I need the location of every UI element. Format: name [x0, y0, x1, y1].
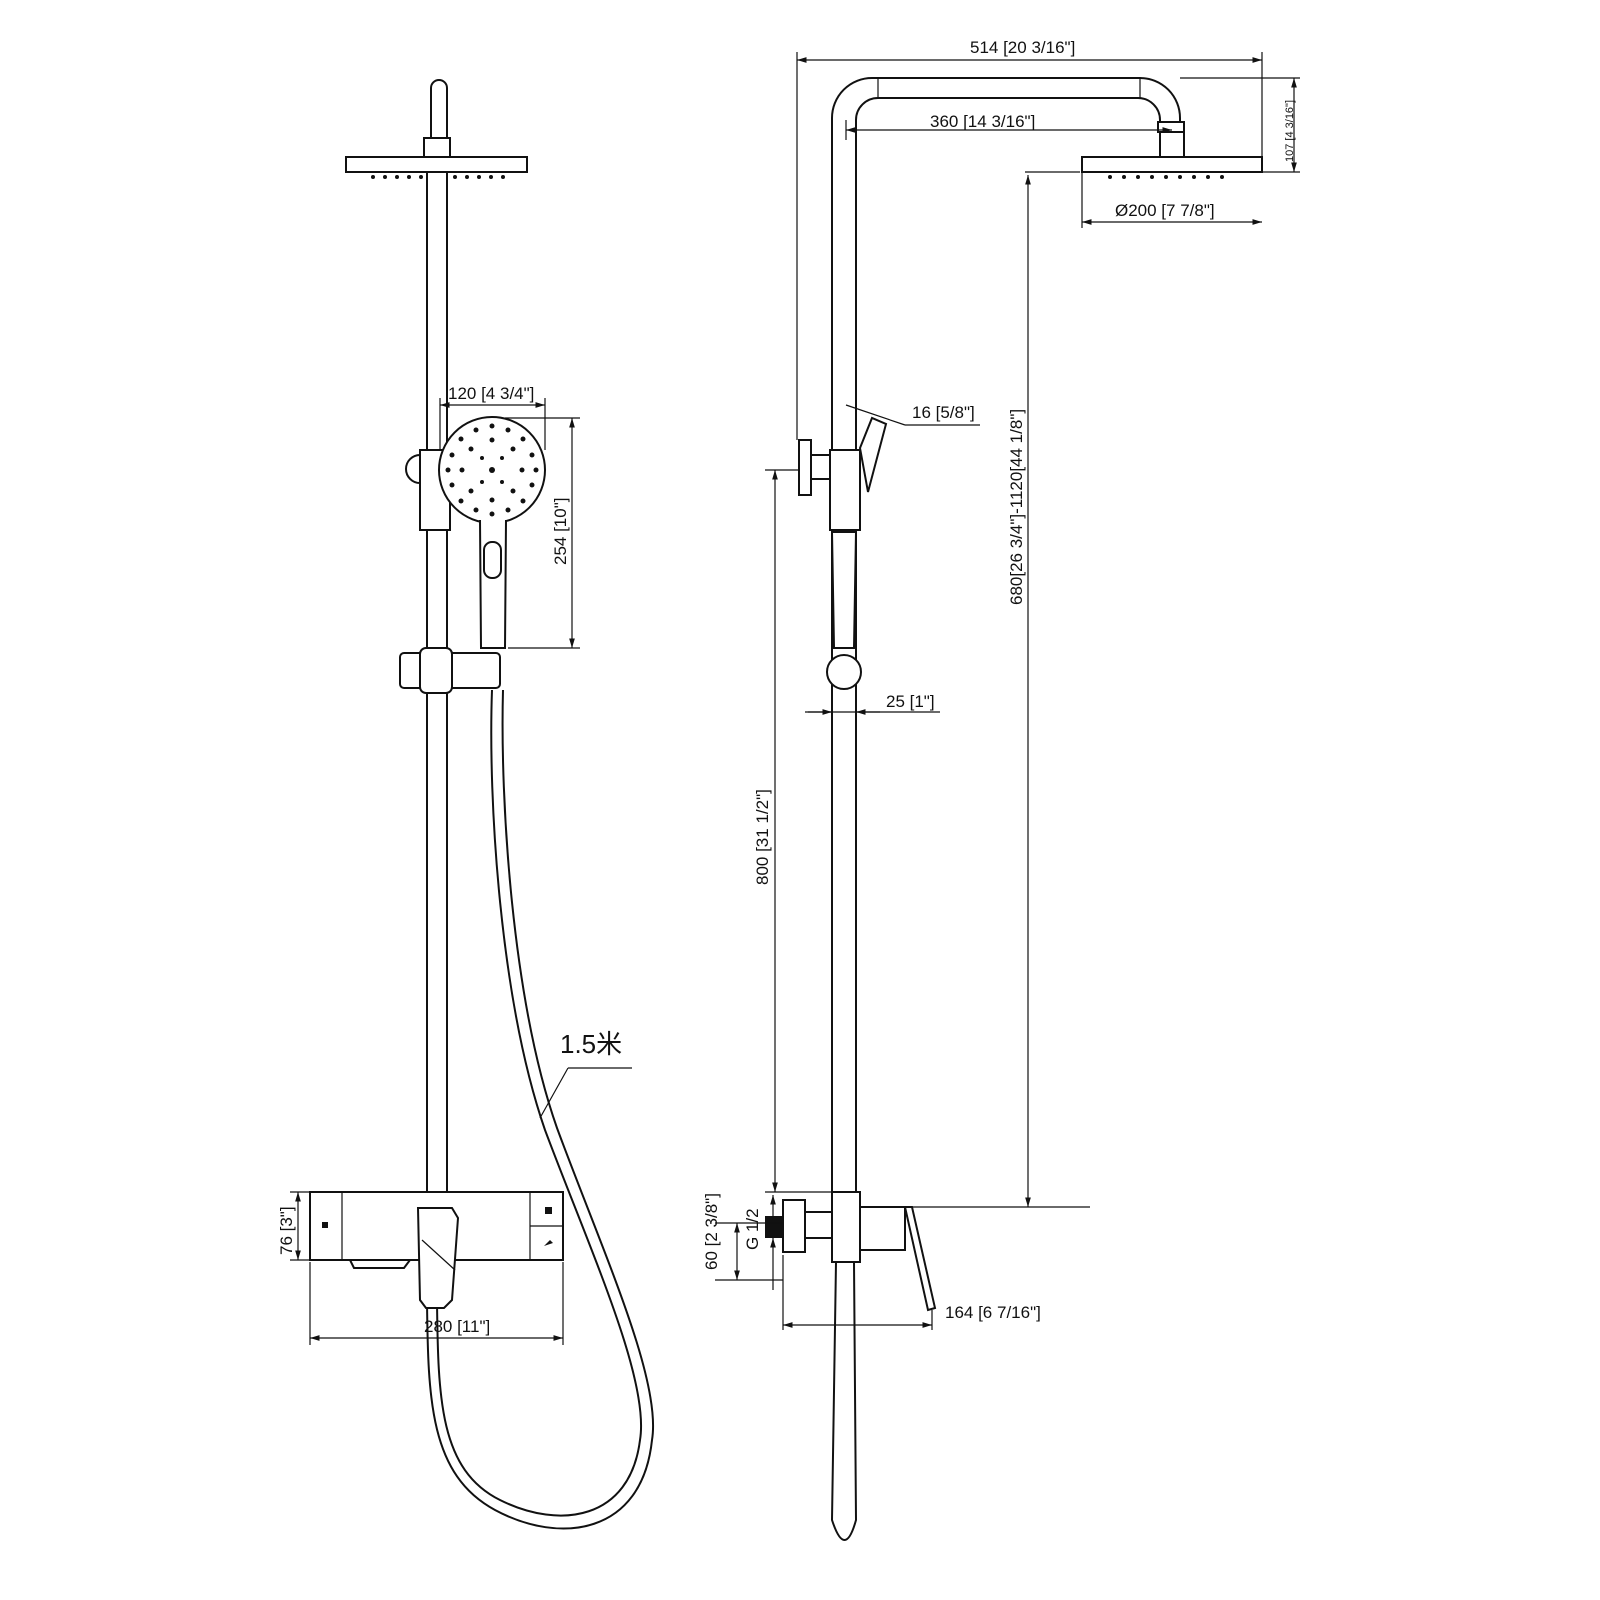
dim-total-projection: 514 [20 3/16"] [970, 38, 1075, 57]
dim-mixer-width: 280 [11"] [424, 1317, 490, 1336]
dim-mixer-depth: 164 [6 7/16"] [945, 1303, 1041, 1322]
rain-mode-icon [545, 1207, 552, 1214]
hose [436, 689, 643, 1517]
hose [830, 1261, 858, 1541]
wall-flange [782, 1199, 806, 1253]
dim-handshower-thickness: 16 [5/8"] [912, 403, 975, 422]
slide-knob [826, 654, 862, 690]
mixer-lever [903, 1206, 937, 1312]
wall-bracket [798, 439, 812, 496]
overhead-arm [831, 77, 1181, 1192]
dim-inlet-height: 60 [2 3/8"] [702, 1193, 721, 1270]
handshower-handle [830, 531, 858, 649]
handshower-handle [479, 519, 507, 649]
spray-button [483, 541, 502, 579]
rain-shower-head [345, 156, 528, 173]
dim-arm-length: 360 [14 3/16"] [930, 112, 1035, 131]
spout [348, 1259, 412, 1269]
front-view: 120 [4 3/4"] 254 [10"] 1.5米 76 [3"] 280 … [277, 79, 655, 1530]
dim-hose-length: 1.5米 [560, 1029, 622, 1059]
dim-handshower-width: 120 [4 3/4"] [448, 384, 534, 403]
handshower-mode-icon [544, 1240, 553, 1246]
dim-rail-diameter: 25 [1"] [886, 692, 935, 711]
holder-knob [405, 454, 421, 484]
rain-shower-head [1081, 156, 1263, 173]
side-view: 514 [20 3/16"] 360 [14 3/16"] 107 [4 3/1… [702, 38, 1300, 1541]
dim-head-diameter: Ø200 [7 7/8"] [1115, 201, 1215, 220]
dim-head-drop: 107 [4 3/16"] [1284, 100, 1296, 162]
head-nozzles [371, 175, 505, 179]
handshower-nozzles [445, 423, 539, 517]
dim-holder-height: 800 [31 1/2"] [753, 789, 772, 885]
shower-arm [430, 79, 448, 138]
mixer-lever [416, 1207, 460, 1309]
dim-thread: G 1/2 [743, 1208, 762, 1250]
rain-mode-icon [322, 1222, 328, 1228]
handshower-holder [829, 449, 861, 531]
handshower-side [858, 416, 888, 493]
dim-height-range: 680[26 3/4"]-1120[44 1/8"] [1007, 409, 1026, 605]
dim-mixer-height: 76 [3"] [277, 1206, 296, 1255]
dim-handshower-height: 254 [10"] [551, 498, 570, 565]
head-connector [1159, 131, 1185, 158]
g-half-thread [765, 1216, 783, 1238]
mixer-body [831, 1191, 861, 1263]
head-connector [423, 137, 451, 158]
